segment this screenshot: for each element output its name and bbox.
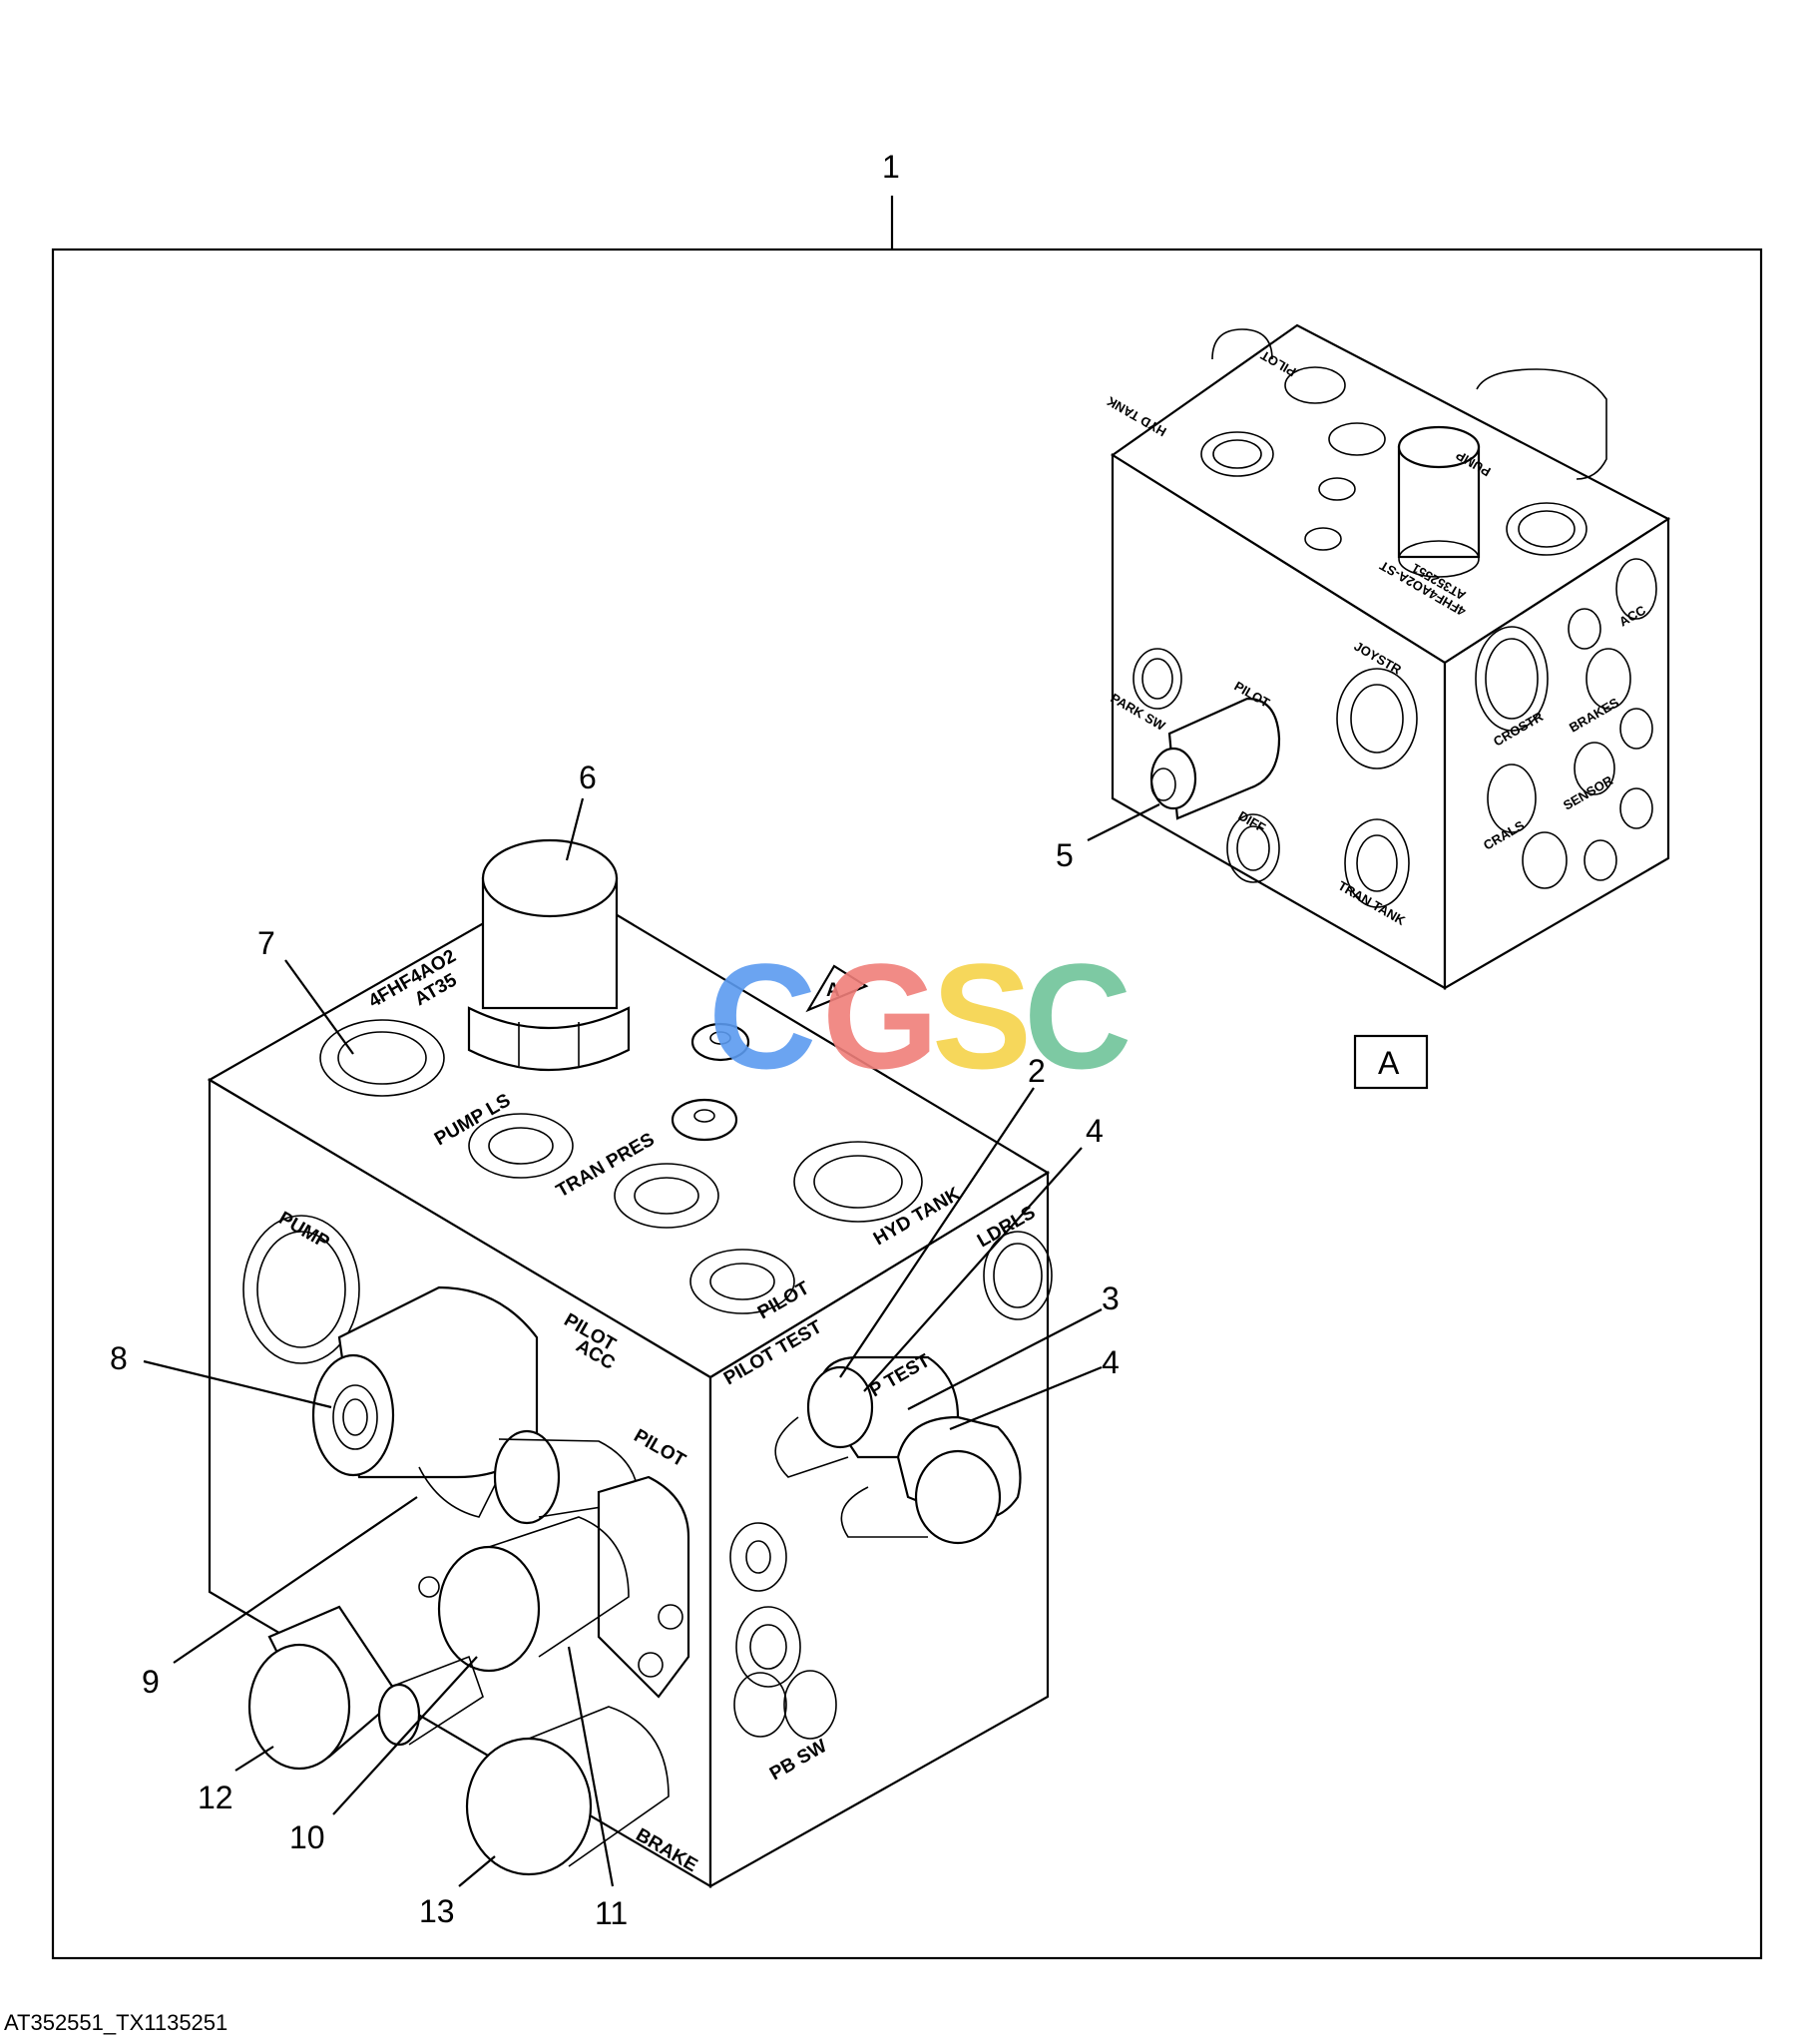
leader-4b <box>949 1365 1103 1431</box>
leader-6 <box>565 797 585 861</box>
leader-5 <box>1087 803 1160 841</box>
watermark-s: S <box>932 932 1032 1100</box>
leader-13 <box>458 1855 496 1887</box>
view-a-marker <box>805 964 869 1013</box>
leader-10 <box>332 1656 478 1815</box>
view-a-marker-letter: A <box>826 980 840 1001</box>
figure-caption: AT352551_TX1135251 <box>4 2010 228 2035</box>
watermark-c1: C <box>708 932 816 1100</box>
main-plug-item-6 <box>467 838 631 1072</box>
callout-5: 5 <box>1056 837 1074 873</box>
leader-9 <box>173 1496 418 1664</box>
callout-13: 13 <box>419 1893 455 1929</box>
detail-view-a: HYD TANK PILOT PUMP 4FHF4AO2A-ST AT35255… <box>1104 323 1671 990</box>
leader-7 <box>284 959 354 1055</box>
callout-12: 12 <box>198 1780 233 1815</box>
callout-10: 10 <box>289 1819 325 1855</box>
callout-7: 7 <box>257 925 275 961</box>
callout-9: 9 <box>142 1664 160 1700</box>
watermark: C G S C <box>708 932 1132 1100</box>
diagram-frame <box>51 248 1763 1960</box>
detail-pilot-valve <box>1149 697 1281 820</box>
detail-label-hyd-tank: HYD TANK <box>1104 393 1168 439</box>
callout-2: 2 <box>1028 1053 1046 1089</box>
leader-11 <box>567 1646 615 1887</box>
callout-11: 11 <box>595 1895 628 1931</box>
main-right-face <box>708 1171 1050 1888</box>
callout-1: 1 <box>882 149 900 185</box>
callout-6: 6 <box>579 760 597 795</box>
callout-4a: 4 <box>1086 1113 1104 1149</box>
main-valve-block: 4FHF4AO2 AT35 PUMP LS TRAN PRES HYD TANK… <box>207 838 1053 1888</box>
callout-3: 3 <box>1102 1280 1120 1316</box>
watermark-c2: C <box>1024 932 1132 1100</box>
watermark-g: G <box>822 932 939 1100</box>
view-a-label: A <box>1378 1045 1400 1081</box>
leader-3 <box>907 1308 1103 1410</box>
detail-side-face <box>1443 516 1670 990</box>
leader-8 <box>143 1359 332 1409</box>
leader-4a <box>863 1147 1083 1392</box>
view-a-label-box <box>1353 1034 1429 1090</box>
callout-4b: 4 <box>1102 1344 1120 1380</box>
leader-12 <box>234 1746 274 1772</box>
main-item-8-fitting <box>311 1285 539 1518</box>
callout-8: 8 <box>110 1340 128 1376</box>
leader-2 <box>839 1087 1035 1378</box>
main-right-face-fittings <box>729 1231 1053 1740</box>
